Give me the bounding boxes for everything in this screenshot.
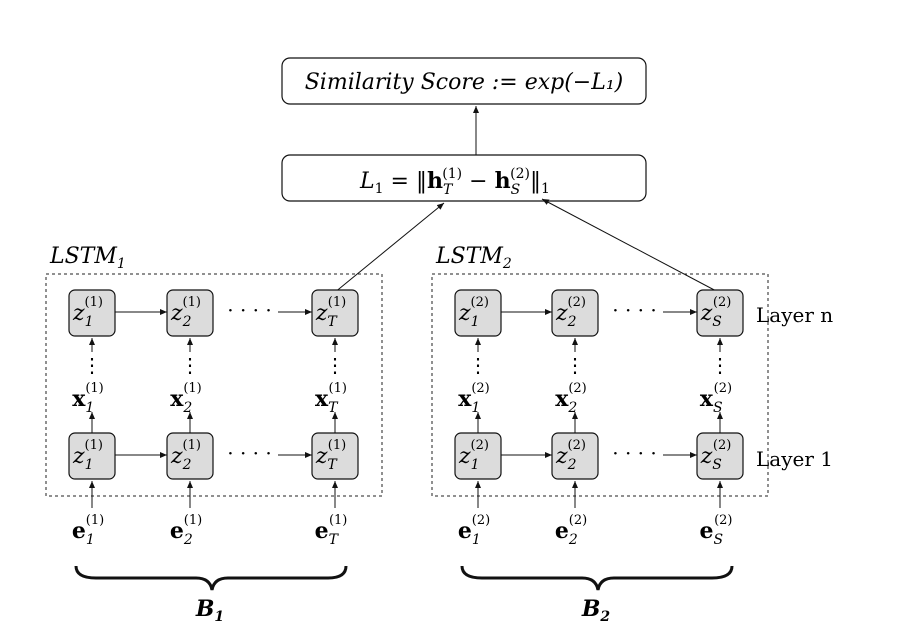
lstm2-h-ellipsis: · · · ·: [612, 441, 657, 465]
lstm1-cell-label-bottom-3: zT(1): [315, 438, 346, 473]
layer-1-label: Layer 1: [756, 447, 833, 471]
lstm2-x-input-3: xS(2): [700, 381, 732, 416]
lstm2-v-ellipsis: ⋮: [565, 353, 585, 377]
lstm1-cell-label-top-3: zT(1): [315, 295, 346, 330]
brace-b2-label: B2: [581, 596, 611, 625]
lstm1-x-input-2: x2(1): [170, 381, 201, 416]
lstm2-e-input-1: e1(2): [458, 513, 490, 548]
lstm1-v-ellipsis: ⋮: [180, 353, 200, 377]
lstm2-cell-label-bottom-1: z1(2): [458, 438, 489, 473]
loss-eq: = ‖: [384, 169, 427, 194]
similarity-score-text: Similarity Score := exp(−L₁): [305, 70, 624, 95]
lstm1-cell-top-3: [311, 289, 359, 337]
loss-h1-sup: (1): [442, 166, 462, 182]
lstm2-e-input-3: eS(2): [699, 513, 732, 548]
lstm2-x-input-2: x2(2): [555, 381, 586, 416]
lstm1-e-input-3: eT(1): [315, 513, 348, 548]
lstm1-v-ellipsis: ⋮: [82, 353, 102, 377]
lstm1-e-input-2: e2(1): [170, 513, 202, 548]
lstm1-dashed-frame: [45, 273, 383, 497]
lstm2-h-ellipsis: · · · ·: [612, 298, 657, 322]
loss-norm-close: ‖: [530, 169, 541, 194]
lstm1-cell-top-2: [166, 289, 214, 337]
lstm1-output-arrow: [333, 202, 445, 294]
lstm2-dashed-frame: [431, 273, 769, 497]
lstm2-e-input-2: e2(2): [555, 513, 587, 548]
lstm1-cell-label-top-2: z2(1): [170, 295, 201, 330]
lstm2-cell-label-top-2: z2(2): [555, 295, 586, 330]
lstm2-x-input-1: x1(2): [458, 381, 489, 416]
lstm1-cell-top-1: [68, 289, 116, 337]
lstm1-h-ellipsis: · · · ·: [227, 441, 272, 465]
lstm1-x-input-3: xT(1): [315, 381, 347, 416]
brace-b1: [74, 565, 348, 591]
loss-h1-sub: T: [443, 182, 454, 198]
lstm1-cell-label-top-1: z1(1): [72, 295, 103, 330]
loss-lhs-sub: 1: [375, 181, 384, 197]
loss-norm-sub: 1: [541, 181, 550, 197]
lstm2-cell-label-top-1: z1(2): [458, 295, 489, 330]
similarity-score-box: Similarity Score := exp(−L₁): [281, 57, 647, 105]
lstm1-block: LSTM1: [45, 244, 383, 497]
lstm2-v-ellipsis: ⋮: [710, 353, 730, 377]
lstm1-v-ellipsis: ⋮: [325, 353, 345, 377]
lstm2-block: LSTM2: [431, 244, 769, 497]
lstm2-cell-label-top-3: zS(2): [700, 295, 732, 330]
loss-h2-sub: S: [511, 182, 521, 198]
cells-layer: z1(1) z2(1) zT(1) · · · · z1(1) z2(1) zT(1) · ·…: [68, 289, 744, 548]
layer-n-label: Layer n: [756, 303, 833, 327]
lstm1-cell-label-bottom-1: z1(1): [72, 438, 103, 473]
brace-b2: [460, 565, 734, 591]
brace-b1-label: B1: [195, 596, 224, 625]
loss-lhs: L: [359, 169, 375, 194]
lstm1-label: LSTM1: [49, 244, 126, 272]
lstm1-h-ellipsis: · · · ·: [227, 298, 272, 322]
loss-h1: h: [427, 168, 443, 194]
lstm2-cell-top-3: [696, 289, 744, 337]
loss-formula: L1 = ‖hT(1) − hS(2)‖1: [359, 166, 550, 198]
loss-minus: −: [462, 169, 494, 194]
loss-h2-sup: (2): [510, 166, 530, 182]
lstm2-label: LSTM2: [435, 244, 512, 272]
lstm1-cell-label-bottom-2: z2(1): [170, 438, 201, 473]
loss-box: L1 = ‖hT(1) − hS(2)‖1: [281, 154, 647, 202]
lstm2-output-arrow: [541, 198, 721, 294]
lstm1-e-input-1: e1(1): [72, 513, 104, 548]
lstm2-cell-top-1: [454, 289, 502, 337]
lstm1-x-input-1: x1(1): [72, 381, 103, 416]
lstm2-cell-label-bottom-2: z2(2): [555, 438, 586, 473]
lstm2-v-ellipsis: ⋮: [468, 353, 488, 377]
loss-h2: h: [495, 168, 511, 194]
lstm2-cell-label-bottom-3: zS(2): [700, 438, 732, 473]
lstm2-cell-top-2: [551, 289, 599, 337]
